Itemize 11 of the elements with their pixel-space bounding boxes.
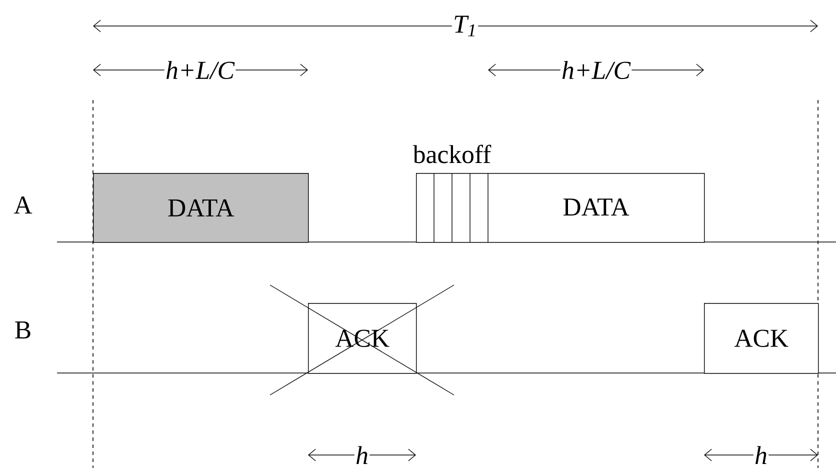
ack-box: ACK: [704, 303, 819, 374]
dimension-label: h+L/C: [164, 60, 236, 80]
dimension-label: h+L/C: [560, 60, 632, 80]
row-label: B: [15, 322, 30, 338]
node-label: backoff: [412, 144, 492, 164]
row-label: A: [14, 196, 32, 214]
dimension-label: T$_{1}$: [452, 14, 478, 38]
backoff-data-box: backoff DATA: [412, 144, 705, 243]
dimension-label: h: [354, 444, 370, 466]
dimension-label: h: [753, 444, 769, 466]
data-box: DATA: [93, 173, 309, 243]
